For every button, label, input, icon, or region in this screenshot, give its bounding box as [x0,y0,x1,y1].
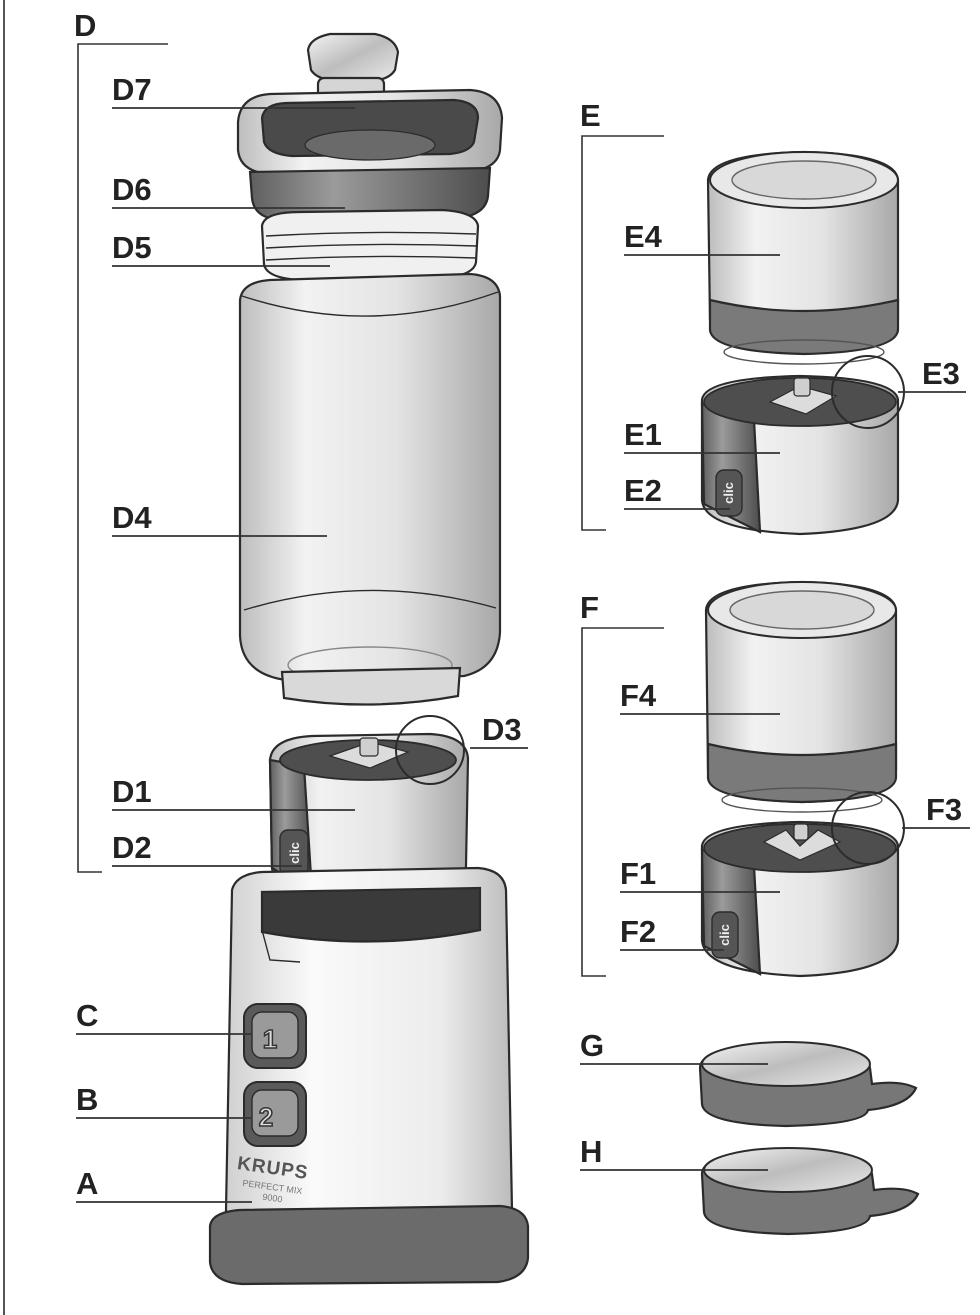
part-d4-bottle [238,272,502,706]
bracket-f [581,627,664,977]
part-e4-container [706,150,900,365]
label-e1: E1 [624,417,662,452]
clic-text-e: clic [721,482,736,504]
label-f1: F1 [620,856,656,891]
label-d: D [74,8,96,43]
model-number: 9000 [262,1192,283,1205]
part-e-grinder-assembly: clic [700,150,905,536]
label-e2: E2 [624,473,662,508]
label-g: G [580,1028,604,1063]
label-b: B [76,1082,98,1117]
callout-labels: D D7 D6 D5 D4 D3 D1 D2 C B A E E4 E3 E1 … [74,8,962,1201]
label-f: F [580,590,599,625]
label-f3: F3 [926,792,962,827]
part-f4-container [704,580,898,813]
label-c: C [76,998,98,1033]
clic-text-f: clic [717,924,732,946]
button-1[interactable]: 1 [243,1003,307,1069]
part-h-lid [700,1147,920,1236]
label-d7: D7 [112,72,152,107]
label-d4: D4 [112,500,152,535]
part-d1-blade-unit: clic [268,715,470,895]
part-a-motor-base: 1 2 KRUPS PERFECT MIX 9000 [208,866,530,1286]
label-d3: D3 [482,712,522,747]
label-a: A [76,1166,98,1201]
bracket-d [77,43,168,873]
label-e4: E4 [624,219,663,254]
part-f1-blade-unit: clic [700,791,905,978]
clic-text-d: clic [287,842,302,864]
label-e: E [580,98,601,133]
part-e1-blade-unit: clic [700,355,905,536]
label-f2: F2 [620,914,656,949]
label-f4: F4 [620,678,657,713]
button-2-label: 2 [259,1102,273,1132]
bracket-e [581,135,664,531]
label-d2: D2 [112,830,152,865]
button-2[interactable]: 2 [243,1081,307,1147]
part-f-grinder-assembly: clic [700,580,905,978]
part-d-bottle-assembly: clic 1 2 KRUPS PERFECT MIX 9000 [208,32,530,1286]
part-d5-ring [260,208,480,282]
button-1-label: 1 [263,1024,277,1054]
part-d6-lid [236,88,504,222]
label-h: H [580,1134,602,1169]
part-g-lid [698,1041,918,1128]
label-e3: E3 [922,356,960,391]
label-d6: D6 [112,172,152,207]
leader-lines [76,107,970,1203]
label-d5: D5 [112,230,152,265]
label-d1: D1 [112,774,152,809]
